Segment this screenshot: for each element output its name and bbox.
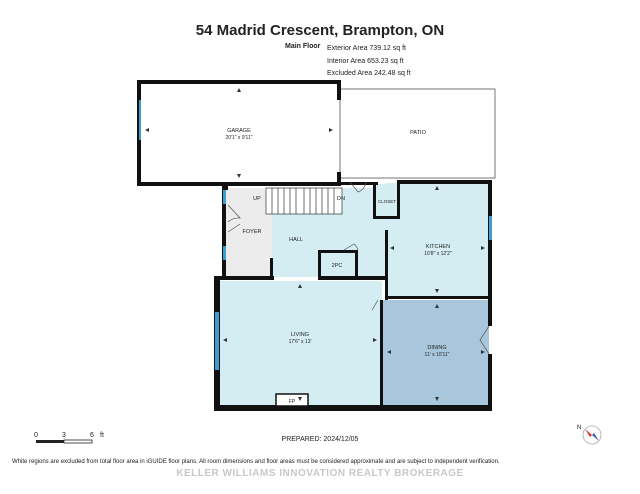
compass-icon: N <box>577 425 602 445</box>
plan-title: 54 Madrid Crescent, Brampton, ON <box>195 22 445 39</box>
twopc-floor <box>320 252 356 277</box>
garage-dims: 20'1" x 9'11" <box>225 135 252 141</box>
closet-floor <box>374 184 399 218</box>
foyer-window <box>223 190 226 204</box>
fireplace-label: FP <box>289 399 296 405</box>
disclaimer-text: White regions are excluded from total fl… <box>12 459 500 465</box>
stairs-up-label: UP <box>253 196 261 202</box>
windows <box>139 100 492 370</box>
dimension-arrows <box>145 88 485 401</box>
excluded-area: Excluded Area 242.48 sq ft <box>327 70 411 77</box>
scale-unit: ft <box>100 432 104 439</box>
kitchen-window <box>489 216 492 240</box>
kitchen-dims: 10'8" x 12'2" <box>424 251 452 257</box>
living-floor <box>219 281 382 405</box>
scale-tick-3: 3 <box>62 432 66 439</box>
patio-label: PATIO <box>410 130 426 136</box>
living-label: LIVING <box>291 332 309 338</box>
compass-label: N <box>577 425 581 431</box>
dining-dims: 11' x 10'11" <box>425 352 450 358</box>
foyer-floor <box>226 188 272 277</box>
foyer-label: FOYER <box>243 229 262 235</box>
door-swings <box>227 181 490 355</box>
dining-floor <box>382 300 489 405</box>
scale-bar: 0 3 6 ft <box>34 432 104 444</box>
dining-label: DINING <box>427 345 446 351</box>
kitchen-label: KITCHEN <box>426 244 450 250</box>
living-window <box>215 312 219 370</box>
scale-tick-6: 6 <box>90 432 94 439</box>
kitchen-floor <box>386 183 489 297</box>
foyer-window-lower <box>223 246 226 260</box>
garage-label: GARAGE <box>227 128 251 134</box>
living-dims: 17'6" x 13' <box>289 339 312 345</box>
floor-name: Main Floor <box>285 43 321 50</box>
twopc-label: 2PC <box>332 263 343 269</box>
garage-floor <box>141 82 337 182</box>
exterior-area: Exterior Area 739.12 sq ft <box>327 45 406 52</box>
staircase <box>265 187 343 215</box>
prepared-date: PREPARED: 2024/12/05 <box>281 436 359 443</box>
closet-label: CLOSET <box>378 199 396 204</box>
hall-label: HALL <box>289 237 303 243</box>
garage-window <box>139 100 141 140</box>
patio-area <box>339 88 496 179</box>
interior-area: Interior Area 653.23 sq ft <box>327 57 404 65</box>
scale-tick-0: 0 <box>34 432 38 439</box>
stairs-dn-label: DN <box>337 196 345 202</box>
watermark: KELLER WILLIAMS INNOVATION REALTY BROKER… <box>176 468 464 479</box>
area-summary: Exterior Area 739.12 sq ft Interior Area… <box>327 43 411 81</box>
